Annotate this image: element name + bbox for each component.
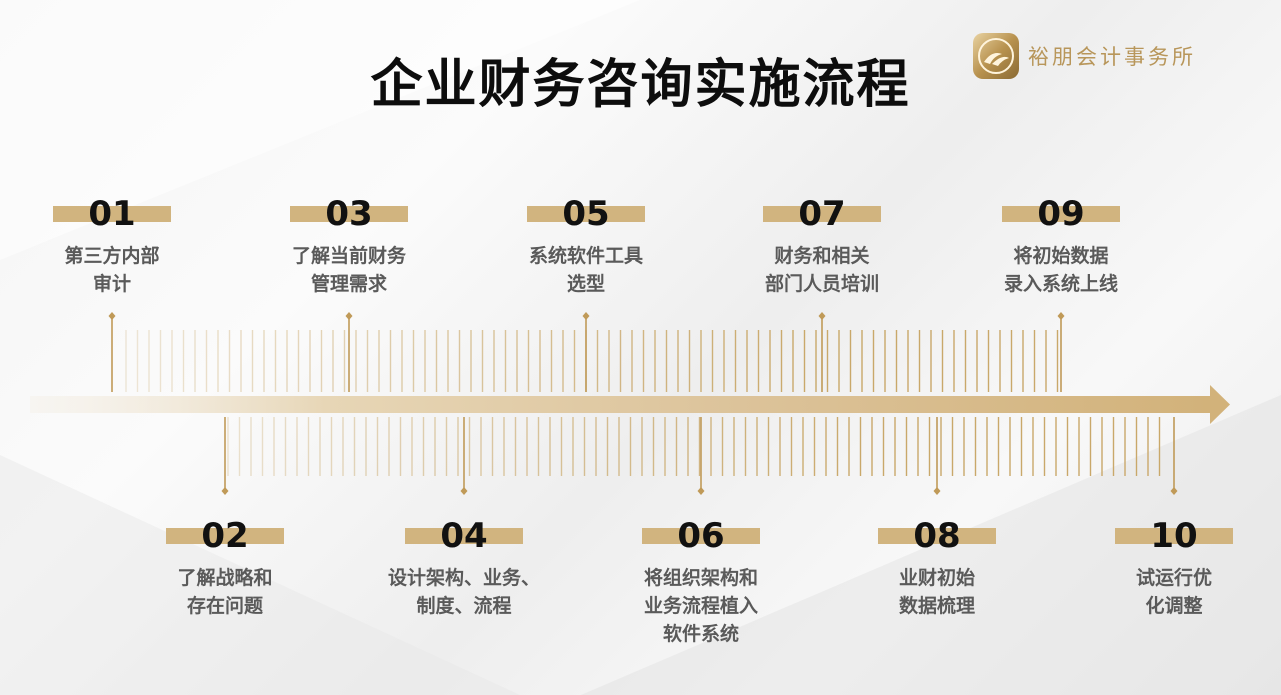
- step-description: 了解当前财务管理需求: [250, 242, 448, 298]
- step-number-bar: [1002, 206, 1120, 222]
- step-number: 02: [201, 516, 249, 556]
- step-description-line: 审计: [92, 273, 131, 295]
- step-description-line: 管理需求: [310, 273, 387, 295]
- step-description-line: 业务流程植入: [643, 595, 758, 617]
- step-connector-dot: [1057, 312, 1065, 320]
- step-number-bar: [166, 528, 284, 544]
- step-description-line: 化调整: [1145, 595, 1203, 617]
- step-connector-dot: [818, 312, 826, 320]
- step-description: 将初始数据录入系统上线: [962, 242, 1160, 298]
- step-description-line: 财务和相关: [774, 245, 870, 267]
- step-description-line: 部门人员培训: [764, 273, 879, 295]
- step-number-bar: [878, 528, 996, 544]
- step-number: 06: [677, 516, 725, 556]
- timeline-arrow-head: [1210, 385, 1230, 424]
- step-description-line: 系统软件工具: [528, 245, 643, 267]
- step-number: 03: [325, 194, 373, 234]
- step-description-line: 业财初始: [898, 567, 975, 589]
- step-connector-dot: [108, 312, 116, 320]
- step-number-bar: [53, 206, 171, 222]
- step-description: 财务和相关部门人员培训: [723, 242, 921, 298]
- step-description-line: 制度、流程: [416, 595, 512, 617]
- step-number: 01: [88, 194, 136, 234]
- step-number-bar: [1115, 528, 1233, 544]
- step-description-line: 数据梳理: [898, 595, 975, 617]
- step-connector-dot: [460, 487, 468, 495]
- step-description-line: 存在问题: [186, 595, 263, 617]
- timeline-arrow-shaft: [30, 396, 1212, 413]
- step-connector-dot: [345, 312, 353, 320]
- step-connector-dot: [582, 312, 590, 320]
- step-description-line: 选型: [566, 273, 605, 295]
- step-description: 了解战略和存在问题: [126, 564, 324, 620]
- step-number-bar: [642, 528, 760, 544]
- step-number: 07: [798, 194, 846, 234]
- step-connector-dot: [1170, 487, 1178, 495]
- step-number: 05: [562, 194, 610, 234]
- step-description-line: 将初始数据: [1013, 245, 1109, 267]
- step-description-line: 了解战略和: [177, 567, 273, 589]
- step-number-bar: [290, 206, 408, 222]
- step-number-bar: [763, 206, 881, 222]
- step-description: 业财初始数据梳理: [838, 564, 1036, 620]
- step-description: 第三方内部审计: [13, 242, 211, 298]
- firm-name: 裕朋会计事务所: [1028, 45, 1196, 69]
- firm-logo: 裕朋会计事务所: [972, 30, 1196, 82]
- step-description: 试运行优化调整: [1075, 564, 1273, 620]
- step-description-line: 录入系统上线: [1003, 273, 1118, 295]
- step-description: 设计架构、业务、制度、流程: [365, 564, 563, 620]
- step-description-line: 软件系统: [662, 623, 739, 645]
- step-number: 04: [440, 516, 488, 556]
- step-number: 10: [1150, 516, 1198, 556]
- step-description-line: 第三方内部: [64, 245, 160, 267]
- step-connector-dot: [933, 487, 941, 495]
- step-number-bar: [527, 206, 645, 222]
- step-number-bar: [405, 528, 523, 544]
- step-description-line: 设计架构、业务、: [387, 567, 540, 589]
- firm-logo-icon: [973, 33, 1019, 79]
- step-connector-dot: [221, 487, 229, 495]
- step-description-line: 了解当前财务: [291, 245, 406, 267]
- step-description-line: 将组织架构和: [643, 567, 758, 589]
- step-number: 09: [1037, 194, 1085, 234]
- step-description: 系统软件工具选型: [487, 242, 685, 298]
- step-connector-dot: [697, 487, 705, 495]
- step-number: 08: [913, 516, 961, 556]
- page-title: 企业财务咨询实施流程: [370, 55, 911, 115]
- step-description: 将组织架构和业务流程植入软件系统: [602, 564, 800, 648]
- step-description-line: 试运行优: [1135, 567, 1212, 589]
